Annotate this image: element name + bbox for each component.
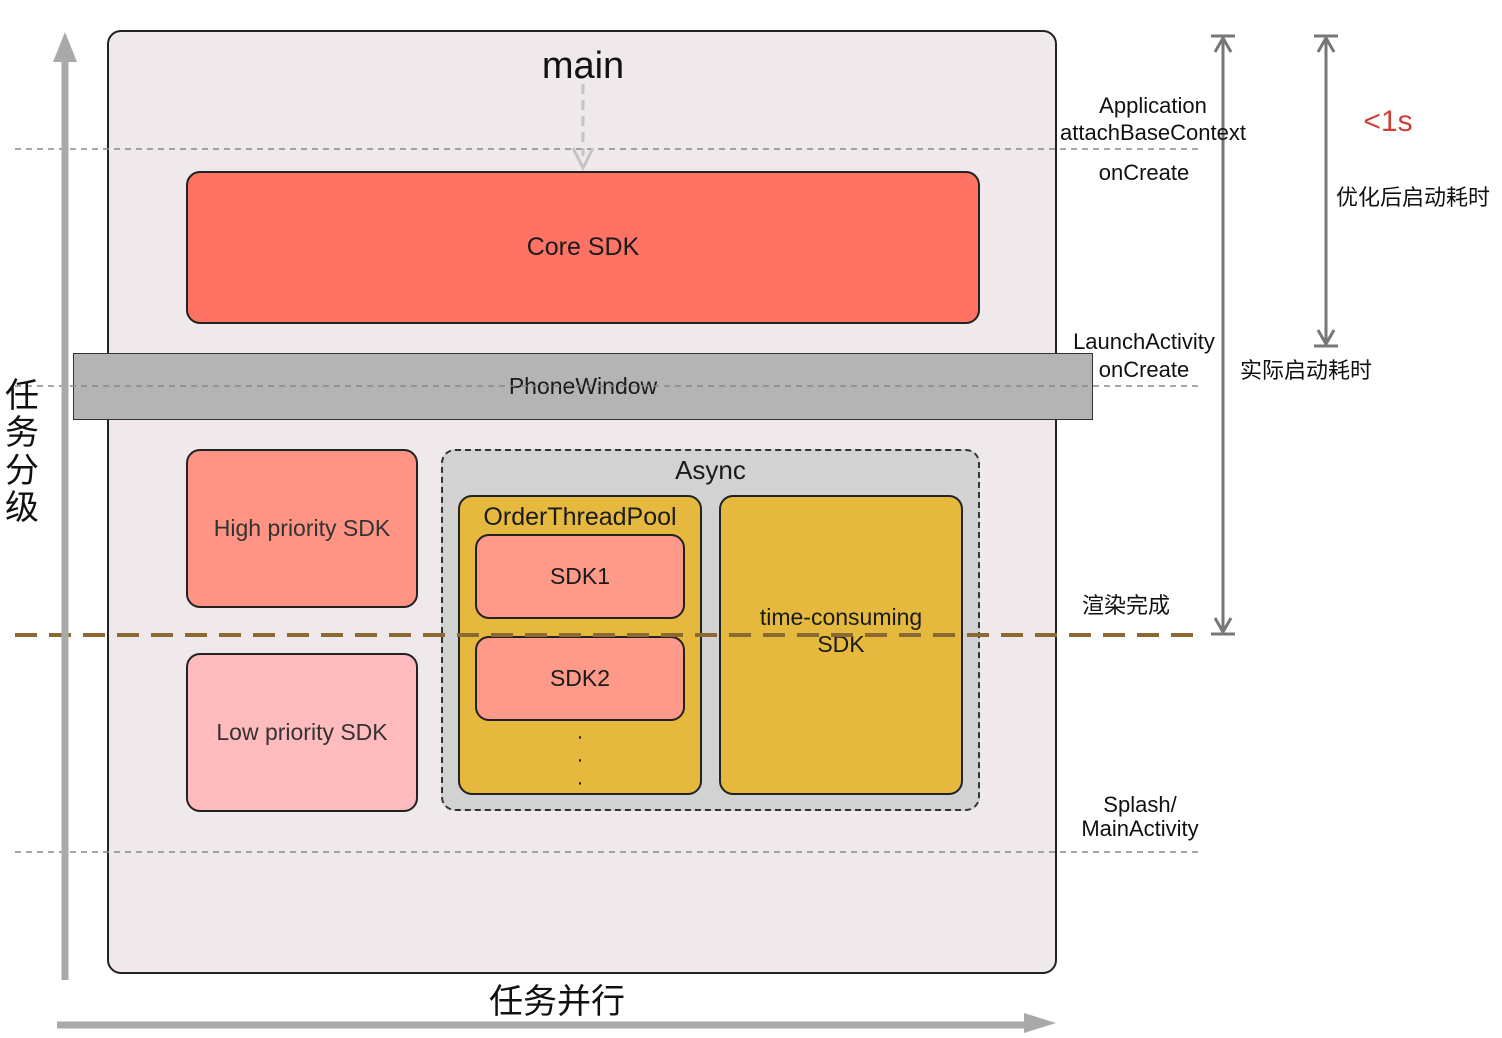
sdk1-label: SDK1	[549, 563, 611, 589]
application-label-line2: attachBaseContext	[1060, 120, 1246, 145]
order-thread-pool-label: OrderThreadPool	[483, 503, 677, 531]
splash-label-line1: Splash/	[1103, 792, 1177, 817]
x-axis-arrow-head	[1024, 1013, 1056, 1033]
y-axis-label-char-4: 级	[5, 489, 39, 527]
actual-time-label: 实际启动耗时	[1239, 358, 1372, 383]
render-done-label: 渲染完成	[1081, 593, 1170, 618]
low-priority-sdk-box: Low priority SDK	[186, 653, 418, 812]
sdk2-label: SDK2	[549, 665, 611, 691]
time-consuming-label-line1: time-consuming	[759, 604, 923, 630]
under-1s-label: <1s	[1363, 105, 1413, 138]
core-sdk-box: Core SDK	[186, 171, 980, 324]
launch-oncreate-label: onCreate	[1098, 357, 1190, 382]
async-label: Async	[675, 455, 746, 485]
low-priority-label: Low priority SDK	[216, 719, 388, 745]
high-priority-label: High priority SDK	[213, 515, 391, 541]
time-consuming-sdk-box: time-consuming SDK	[719, 495, 963, 795]
oncreate-label: onCreate	[1098, 160, 1190, 185]
core-sdk-label: Core SDK	[526, 233, 640, 261]
high-priority-sdk-box: High priority SDK	[186, 449, 418, 608]
y-axis-label-char-2: 务	[5, 414, 39, 452]
main-arrow-head	[571, 147, 595, 172]
x-axis-label: 任务并行	[489, 983, 625, 1021]
launch-activity-label: LaunchActivity	[1073, 329, 1215, 354]
application-label-line1: Application	[1099, 93, 1207, 118]
splash-label-line2: MainActivity	[1081, 816, 1199, 841]
sdk1-box: SDK1	[475, 534, 685, 619]
ellipsis-dot-3: ·	[576, 772, 584, 794]
ellipsis-dot-2: ·	[576, 749, 584, 771]
main-label: main	[541, 45, 625, 87]
optimized-time-label: 优化后启动耗时	[1335, 185, 1490, 210]
y-axis-label-char-3: 分	[5, 452, 39, 490]
y-axis-arrow-head	[53, 32, 77, 62]
ellipsis-dot-1: ·	[576, 726, 584, 748]
y-axis-label-char-1: 任	[5, 377, 39, 415]
sdk2-box: SDK2	[475, 636, 685, 721]
